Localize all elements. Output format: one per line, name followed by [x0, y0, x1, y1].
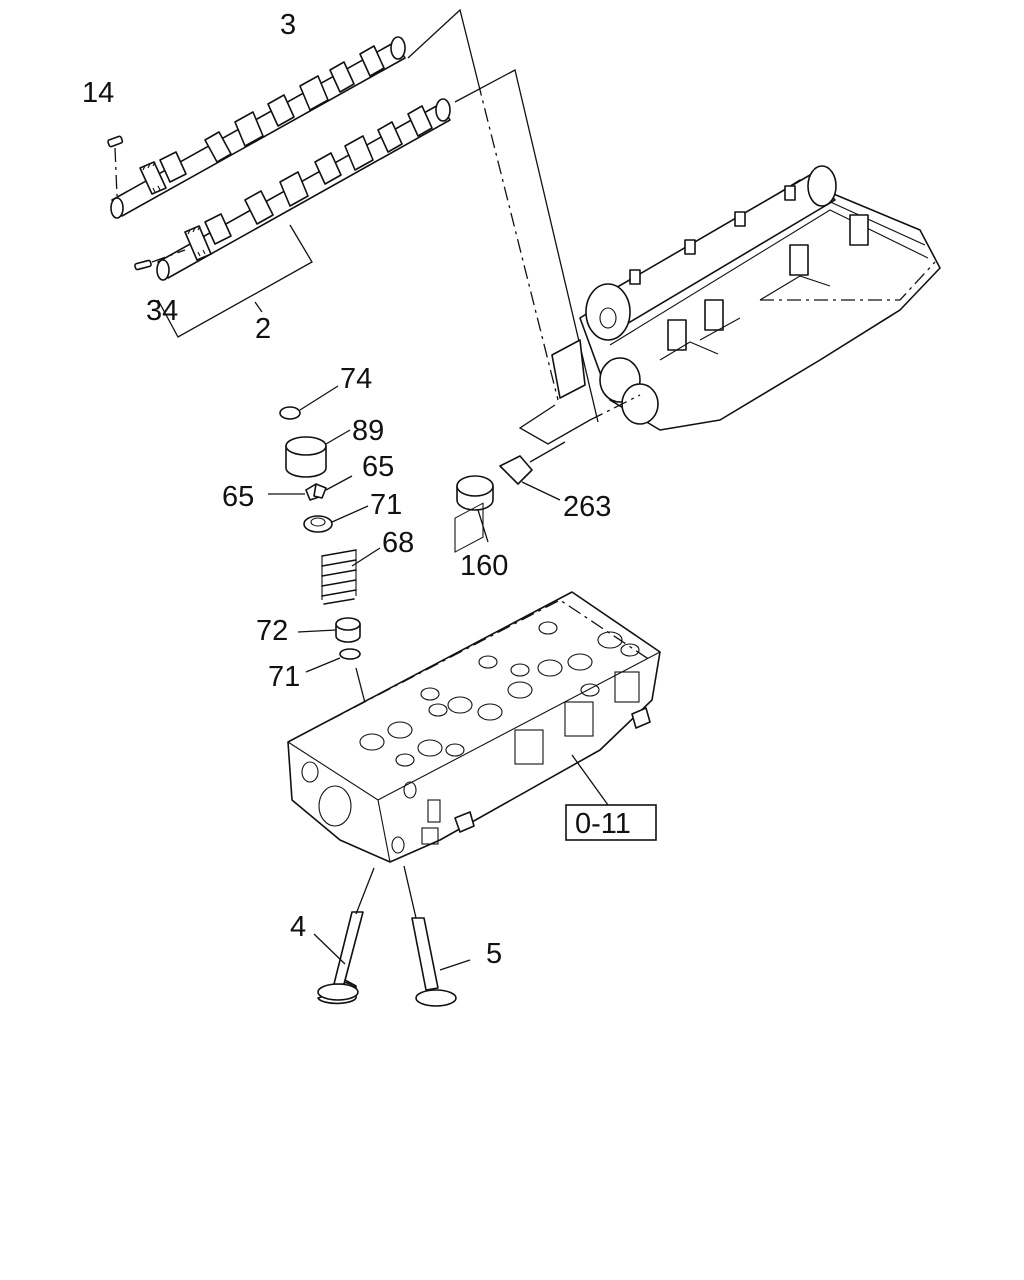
- rocker-assembly: [551, 165, 941, 431]
- callout-4: 4: [290, 911, 306, 943]
- pin-34: [134, 259, 152, 271]
- key-263: [499, 455, 533, 485]
- callout-68: 68: [382, 527, 414, 559]
- valve-4: [317, 911, 364, 1005]
- callout-74: 74: [340, 363, 372, 395]
- callout-3: 3: [280, 9, 296, 41]
- callout-263: 263: [563, 491, 611, 523]
- callout-72: 72: [256, 615, 288, 647]
- cylinder-head: [287, 502, 661, 863]
- pin-14: [107, 135, 124, 148]
- callout-34: 34: [146, 295, 178, 327]
- callout-65-left: 65: [222, 481, 254, 513]
- callout-71-upper: 71: [370, 489, 402, 521]
- valve-5: [411, 917, 457, 1007]
- callout-14: 14: [82, 77, 114, 109]
- callout-89: 89: [352, 415, 384, 447]
- washer-71: [339, 648, 361, 660]
- tappet-160: [456, 475, 494, 511]
- callout-5: 5: [486, 938, 502, 970]
- callout-160: 160: [460, 550, 508, 582]
- callout-2: 2: [255, 313, 271, 345]
- callout-71-lower: 71: [268, 661, 300, 693]
- cotter-65: [305, 483, 327, 501]
- tappet-89: [285, 436, 327, 478]
- spring-68: [321, 549, 357, 605]
- camshaft-3: [110, 36, 406, 219]
- reference-box: [565, 804, 657, 841]
- seal-72: [335, 617, 361, 643]
- callout-65-right: 65: [362, 451, 394, 483]
- camshaft-lower: [156, 98, 451, 281]
- reference-box-label: 0-11: [575, 808, 631, 840]
- shim-74: [279, 406, 301, 420]
- retainer-71: [303, 515, 333, 533]
